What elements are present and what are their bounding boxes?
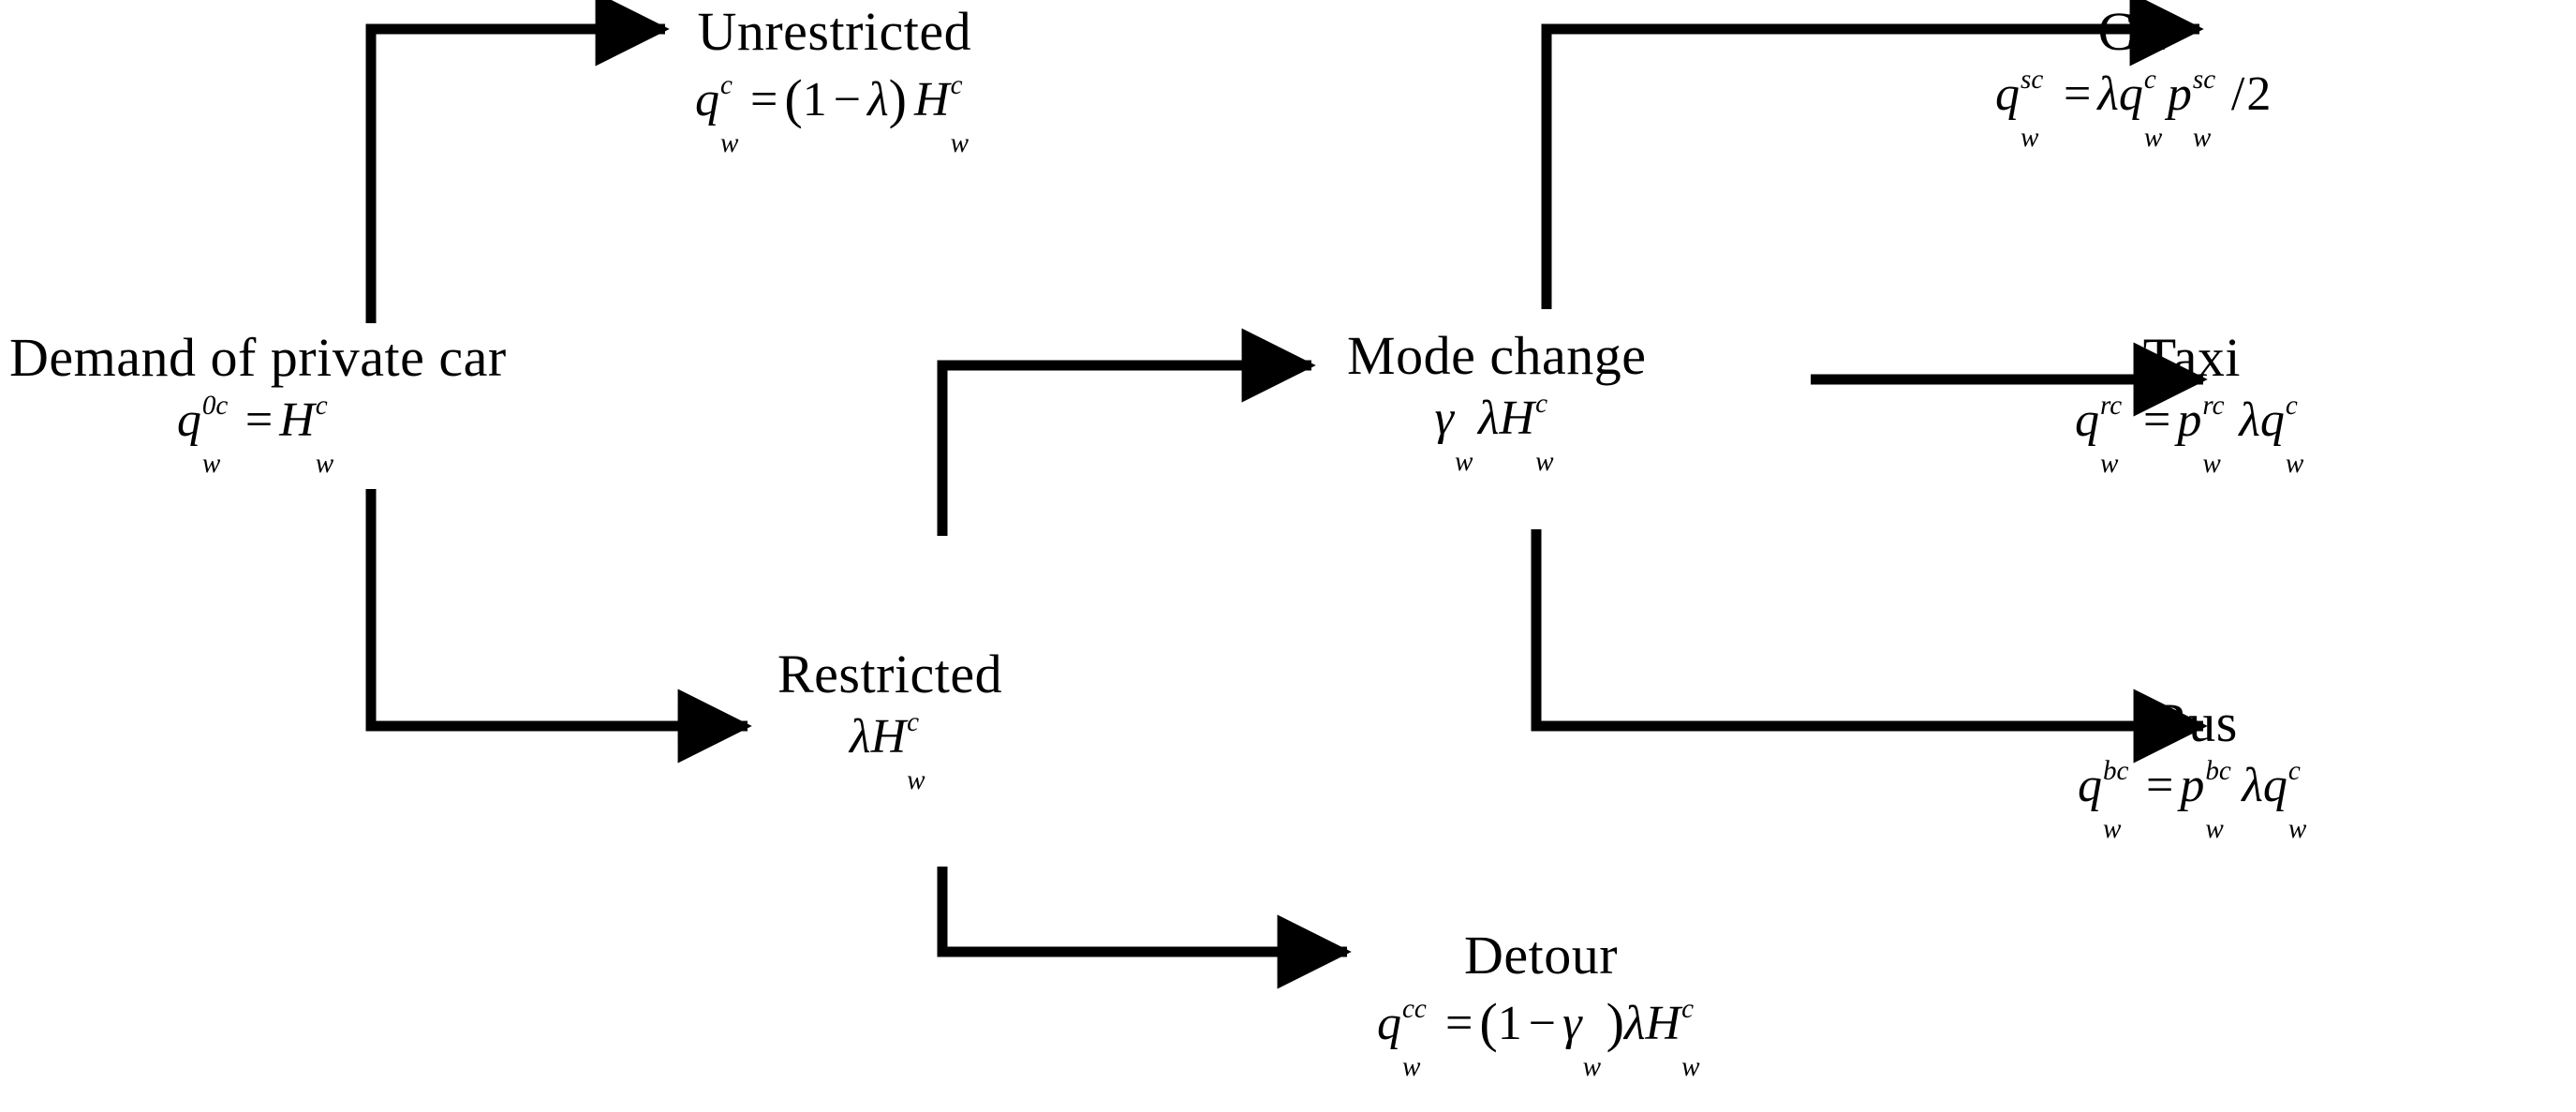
symbol-p: p — [2167, 67, 2192, 122]
node-taxi-label: Taxi — [2142, 327, 2242, 388]
operator-minus: − — [1528, 997, 1557, 1051]
node-mode-change-label: Mode change — [1347, 325, 1647, 386]
operator-minus: − — [833, 73, 862, 127]
symbol-q: q — [2118, 67, 2143, 122]
symbol-p: p — [2180, 759, 2205, 813]
paren-open: ( — [784, 68, 803, 130]
symbol-lambda: λ — [850, 710, 871, 764]
symbol-lambda: λ — [2239, 393, 2260, 448]
symbol-gamma: γ — [1562, 997, 1582, 1051]
node-demand-label: Demand of private car — [9, 327, 507, 388]
symbol-q: q — [2262, 759, 2287, 813]
symbol-q: q — [695, 73, 719, 127]
edge-demand-to-restricted — [365, 489, 752, 764]
operator-equals: = — [244, 393, 274, 448]
symbol-lambda: λ — [867, 73, 889, 127]
symbol-lambda: λ — [1623, 997, 1646, 1051]
number-two: 2 — [2246, 67, 2272, 122]
symbol-lambda: λ — [2097, 67, 2119, 122]
node-unrestricted-label: Unrestricted — [697, 1, 972, 62]
symbol-p: p — [2177, 393, 2202, 448]
operator-equals: = — [750, 73, 778, 127]
edge-mode-change-to-ce — [1541, 0, 2204, 309]
symbol-lambda: λ — [2242, 759, 2263, 813]
symbol-gamma: γ — [1434, 392, 1454, 446]
edge-mode-change-to-bus — [1531, 529, 2208, 764]
edge-demand-to-unrestricted — [365, 0, 670, 323]
paren-open: ( — [1479, 992, 1498, 1054]
edge-restricted-to-detour — [937, 867, 1352, 989]
symbol-q: q — [2259, 393, 2285, 448]
symbol-H: H — [1645, 997, 1681, 1051]
paren-close: ) — [888, 68, 907, 130]
operator-equals: = — [1445, 997, 1473, 1051]
node-detour-label: Detour — [1464, 925, 1619, 986]
symbol-q: q — [2078, 759, 2102, 813]
node-restricted-label: Restricted — [777, 644, 1003, 704]
symbol-q: q — [176, 393, 201, 448]
node-bus-label: Bus — [2152, 692, 2238, 753]
operator-equals: = — [2146, 759, 2174, 813]
symbol-H: H — [914, 73, 950, 127]
number-one: 1 — [802, 73, 827, 127]
paren-close: ) — [1606, 992, 1624, 1054]
node-ce-label: CE — [2097, 1, 2169, 62]
operator-equals: = — [2064, 67, 2092, 122]
symbol-q: q — [1995, 67, 2020, 122]
symbol-H: H — [279, 393, 315, 448]
symbol-q: q — [1377, 997, 1401, 1051]
symbol-lambda: λ — [1477, 392, 1500, 446]
operator-equals: = — [2143, 393, 2171, 448]
number-one: 1 — [1497, 997, 1522, 1051]
symbol-q: q — [2075, 393, 2099, 448]
symbol-H: H — [870, 710, 907, 764]
operator-slash: / — [2230, 67, 2245, 122]
edge-restricted-to-mode-change — [937, 328, 1316, 536]
symbol-H: H — [1499, 392, 1535, 446]
